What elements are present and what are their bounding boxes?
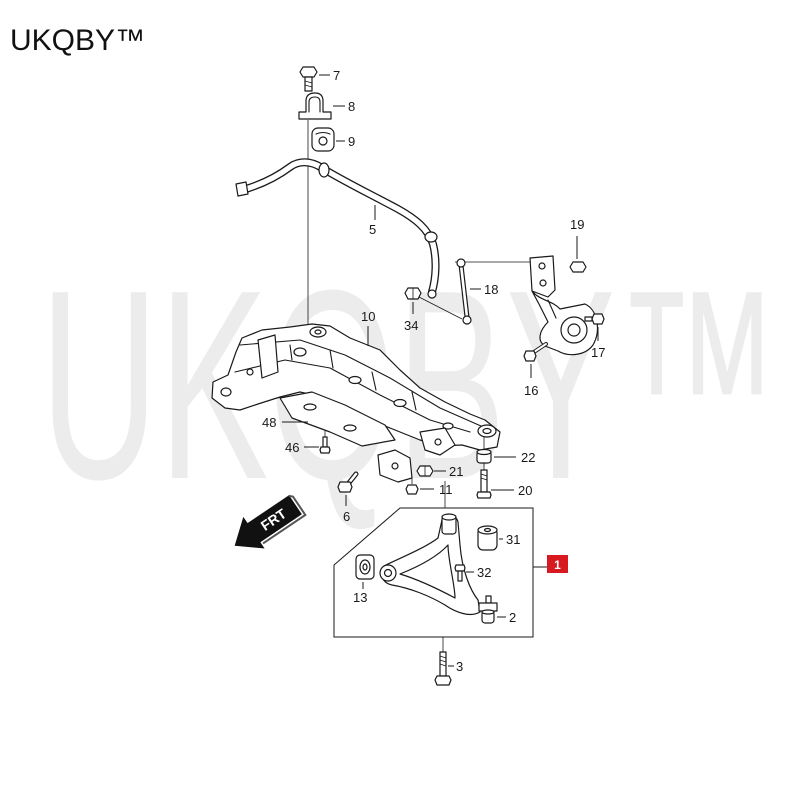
callout-17: 17 (591, 345, 605, 360)
subframe-plate-48 (279, 391, 396, 447)
washer-22-icon (476, 448, 492, 464)
callout-3: 3 (456, 659, 463, 674)
bolt-7-icon (299, 66, 318, 92)
bolt-32-icon (454, 564, 466, 582)
front-arm-bracket (419, 427, 456, 456)
ball-joint-2-icon (478, 595, 498, 624)
bolt-46-icon (319, 436, 331, 454)
bolt-20-icon (476, 469, 492, 499)
bolt-11-icon (405, 484, 419, 495)
callout-6: 6 (343, 509, 350, 524)
stabilizer-bushing-9-icon (311, 127, 335, 152)
callout-48: 48 (262, 415, 276, 430)
nut-34-icon (404, 287, 422, 300)
bushing-bracket-8-icon (298, 92, 332, 120)
callout-19: 19 (570, 217, 584, 232)
callout-9: 9 (348, 134, 355, 149)
assembly-group-badge: 1 (547, 555, 568, 573)
callout-22: 22 (521, 450, 535, 465)
callout-21: 21 (449, 464, 463, 479)
assembly-group-frame (333, 507, 534, 638)
assembly-line-nut (418, 296, 463, 320)
callout-13: 13 (353, 590, 367, 605)
assembly-group-label: 1 (554, 558, 561, 572)
bushing-13-icon (355, 554, 375, 580)
callout-10: 10 (361, 309, 375, 324)
stabilizer-bar-5 (235, 158, 440, 299)
callout-16: 16 (524, 383, 538, 398)
callout-34: 34 (404, 318, 418, 333)
callout-31: 31 (506, 532, 520, 547)
callout-11: 11 (439, 482, 453, 497)
bushing-31-icon (477, 525, 498, 551)
callout-32: 32 (477, 565, 491, 580)
subframe-10 (211, 323, 501, 451)
bolt-3-icon (434, 651, 452, 686)
stabilizer-link-18 (456, 258, 472, 325)
callout-8: 8 (348, 99, 355, 114)
bolt-16-icon (523, 342, 548, 362)
nut-19-icon (569, 261, 587, 273)
callout-46: 46 (285, 440, 299, 455)
brand-title: UKQBY™ (10, 24, 145, 57)
steering-knuckle (529, 255, 599, 356)
bolt-6-icon (337, 471, 359, 493)
bolt-17-icon (584, 313, 605, 325)
callout-7: 7 (333, 68, 340, 83)
nut-21-icon (416, 465, 434, 477)
callout-18: 18 (484, 282, 498, 297)
callout-2: 2 (509, 610, 516, 625)
lower-control-arm (379, 513, 481, 616)
callout-5: 5 (369, 222, 376, 237)
callout-20: 20 (518, 483, 532, 498)
